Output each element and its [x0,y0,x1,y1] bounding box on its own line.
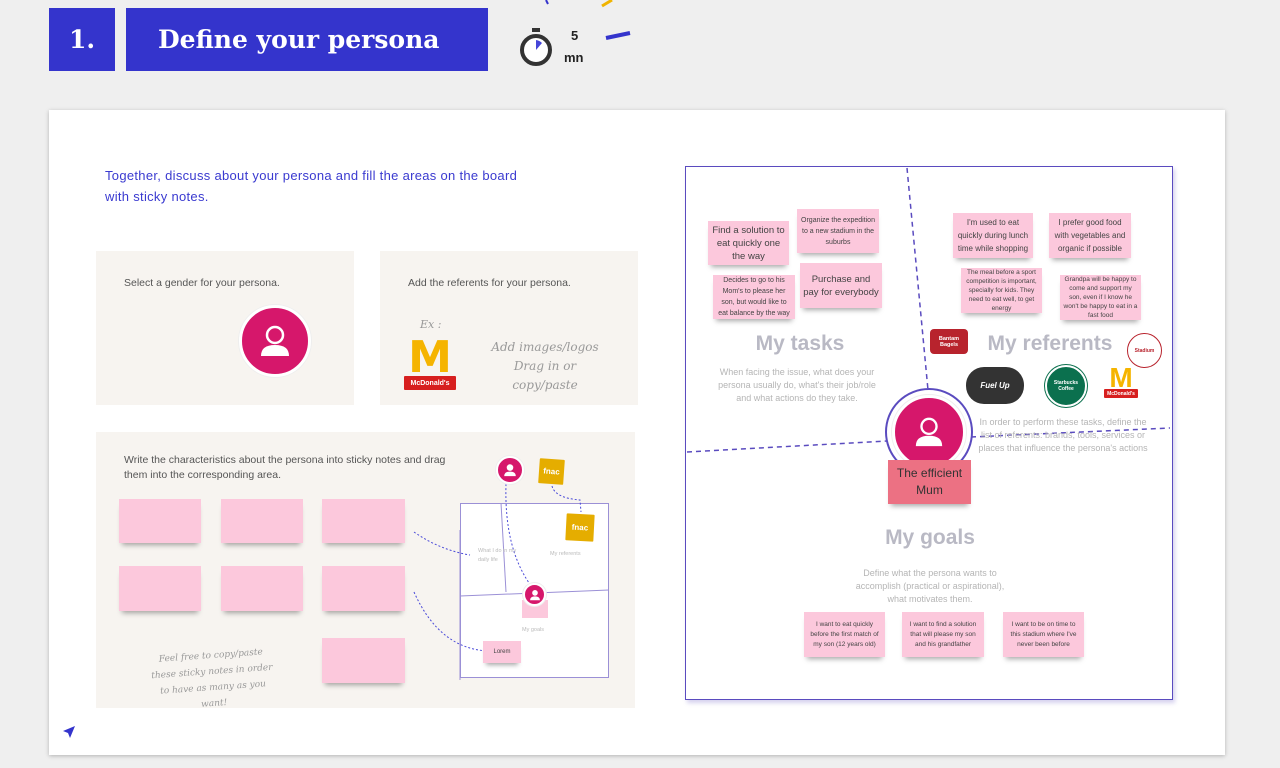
fuel-up-logo: Fuel Up [966,367,1024,404]
persona-avatar[interactable] [239,305,311,377]
task-note[interactable]: Purchase and pay for everybody [800,263,882,308]
drag-persona-avatar [496,456,524,484]
referent-note[interactable]: I prefer good food with vegetables and o… [1049,213,1131,258]
user-icon [915,417,943,447]
blank-sticky-note[interactable] [221,566,303,611]
starbucks-logo: Starbucks Coffee [1045,365,1087,407]
copy-hint: Feel free to copy/paste these sticky not… [151,647,273,710]
user-icon [529,589,540,600]
goals-title: My goals [885,526,975,549]
referent-note[interactable]: The meal before a sport competition is i… [961,268,1042,313]
mini-note: Lorem [483,641,521,663]
stopwatch-icon [520,28,552,66]
stadium-logo: Stadium [1127,333,1162,368]
cursor-icon [63,726,75,738]
task-note[interactable]: Find a solution to eat quickly one the w… [708,221,789,265]
goal-note[interactable]: I want to find a solution that will plea… [902,612,984,657]
goal-note[interactable]: I want to eat quickly before the first m… [804,612,885,657]
step-number: 1. [49,8,115,71]
blank-sticky-note[interactable] [322,638,405,683]
mini-persona-avatar [523,583,546,606]
goals-description: Define what the persona wants to accompl… [855,568,1005,604]
referents-label: Add the referents for your persona. [408,277,571,289]
tasks-description: When facing the issue, what does your pe… [718,367,876,403]
mini-referents-label: My referents [550,551,581,557]
decorative-dashes [545,0,631,40]
example-label: Ex : [420,318,442,331]
referents-description: In order to perform these tasks, define … [978,417,1148,453]
timer-value: 5 [571,28,579,43]
board-persona-avatar[interactable] [892,395,966,469]
referent-note[interactable]: I'm used to eat quickly during lunch tim… [953,213,1033,258]
task-note[interactable]: Decides to go to his Mom's to please her… [713,275,795,319]
drag-arrows [413,483,610,680]
user-icon [504,464,516,477]
blank-sticky-note[interactable] [119,499,201,543]
board-dividers [686,167,1171,453]
task-note[interactable]: Organize the expedition to a new stadium… [797,209,879,253]
user-icon [261,325,289,356]
mcdonalds-logo: M McDonald's [1104,364,1138,401]
goal-note[interactable]: I want to be on time to this stadium whe… [1003,612,1084,657]
referents-title: My referents [987,332,1113,355]
bantam-bagels-logo: Bantam Bagels [930,329,968,354]
blank-sticky-note[interactable] [221,499,303,543]
fnac-logo: fnac [538,458,565,485]
add-images-hint: Add images/logos Drag in or copy/paste [491,340,599,392]
tasks-title: My tasks [755,332,845,355]
gender-panel [96,251,354,405]
mcdonalds-logo: M McDonald's [404,336,456,390]
mini-tasks-label: What I do in my daily life [478,548,517,563]
referent-note[interactable]: Grandpa will be happy to come and suppor… [1060,275,1141,320]
mini-goals-label: My goals [522,627,545,633]
persona-name-note[interactable]: The efficient Mum [888,460,971,504]
intro-text: Together, discuss about your persona and… [105,168,518,204]
blank-sticky-note[interactable] [119,566,201,611]
page-title: Define your persona [126,8,488,71]
blank-sticky-note[interactable] [322,499,405,543]
timer-unit: mn [564,50,584,65]
characteristics-label: Write the characteristics about the pers… [124,454,446,481]
fnac-logo-placed: fnac [565,513,595,542]
blank-sticky-note[interactable] [322,566,405,611]
gender-label: Select a gender for your persona. [124,277,280,289]
